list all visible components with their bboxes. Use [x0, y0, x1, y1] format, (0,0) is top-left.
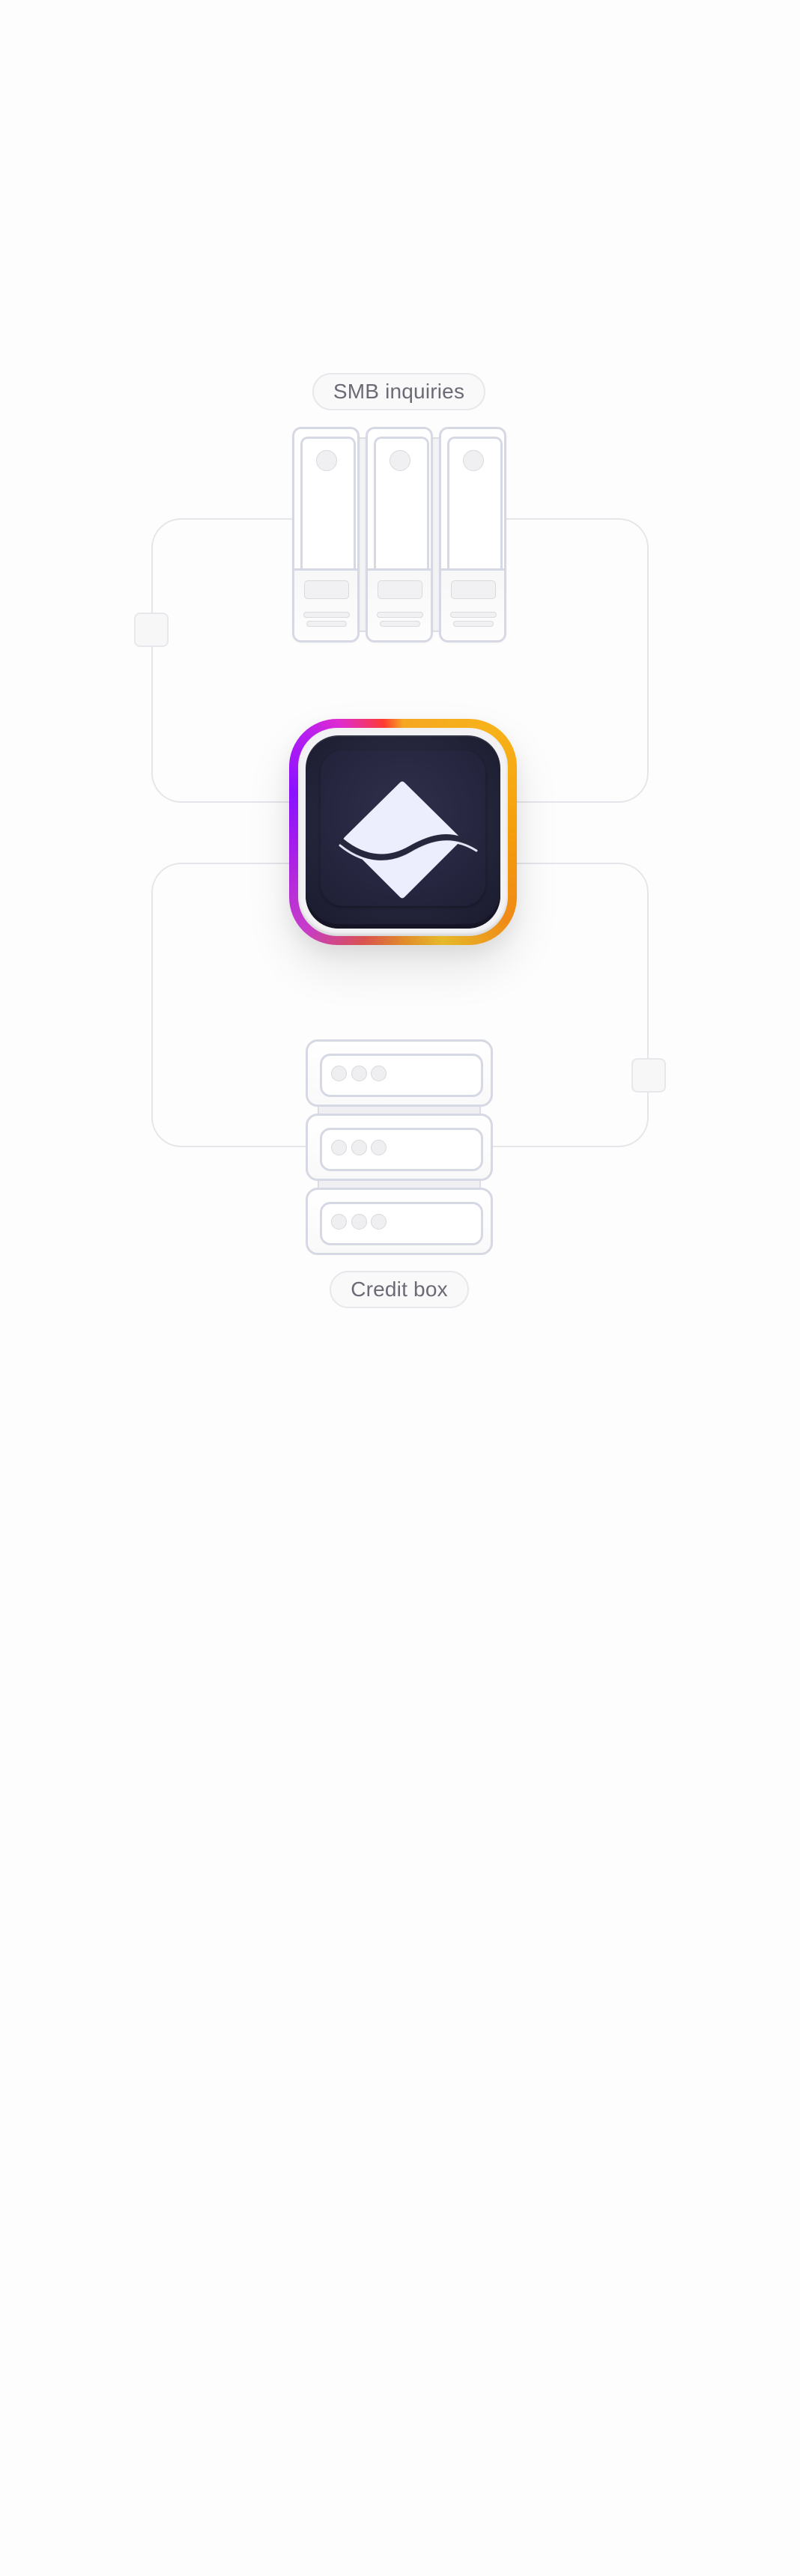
stack-link [318, 1179, 481, 1188]
stack-link [318, 1105, 481, 1114]
rack-unit-2 [366, 427, 433, 643]
rack-unit-3 [439, 427, 506, 643]
stack-unit-2 [306, 1114, 493, 1181]
diamond-wave-logo-icon [338, 781, 479, 899]
led-icon [316, 450, 337, 471]
led-icon [463, 450, 484, 471]
left-connector-node [134, 613, 169, 647]
stack-unit-1 [306, 1039, 493, 1107]
led-icon [390, 450, 410, 471]
right-connector-node [631, 1058, 666, 1093]
stack-unit-3 [306, 1188, 493, 1255]
center-logo [289, 719, 517, 945]
rack-unit-1 [292, 427, 360, 643]
credit-box-label: Credit box [330, 1271, 469, 1308]
smb-inquiries-label: SMB inquiries [312, 373, 485, 410]
